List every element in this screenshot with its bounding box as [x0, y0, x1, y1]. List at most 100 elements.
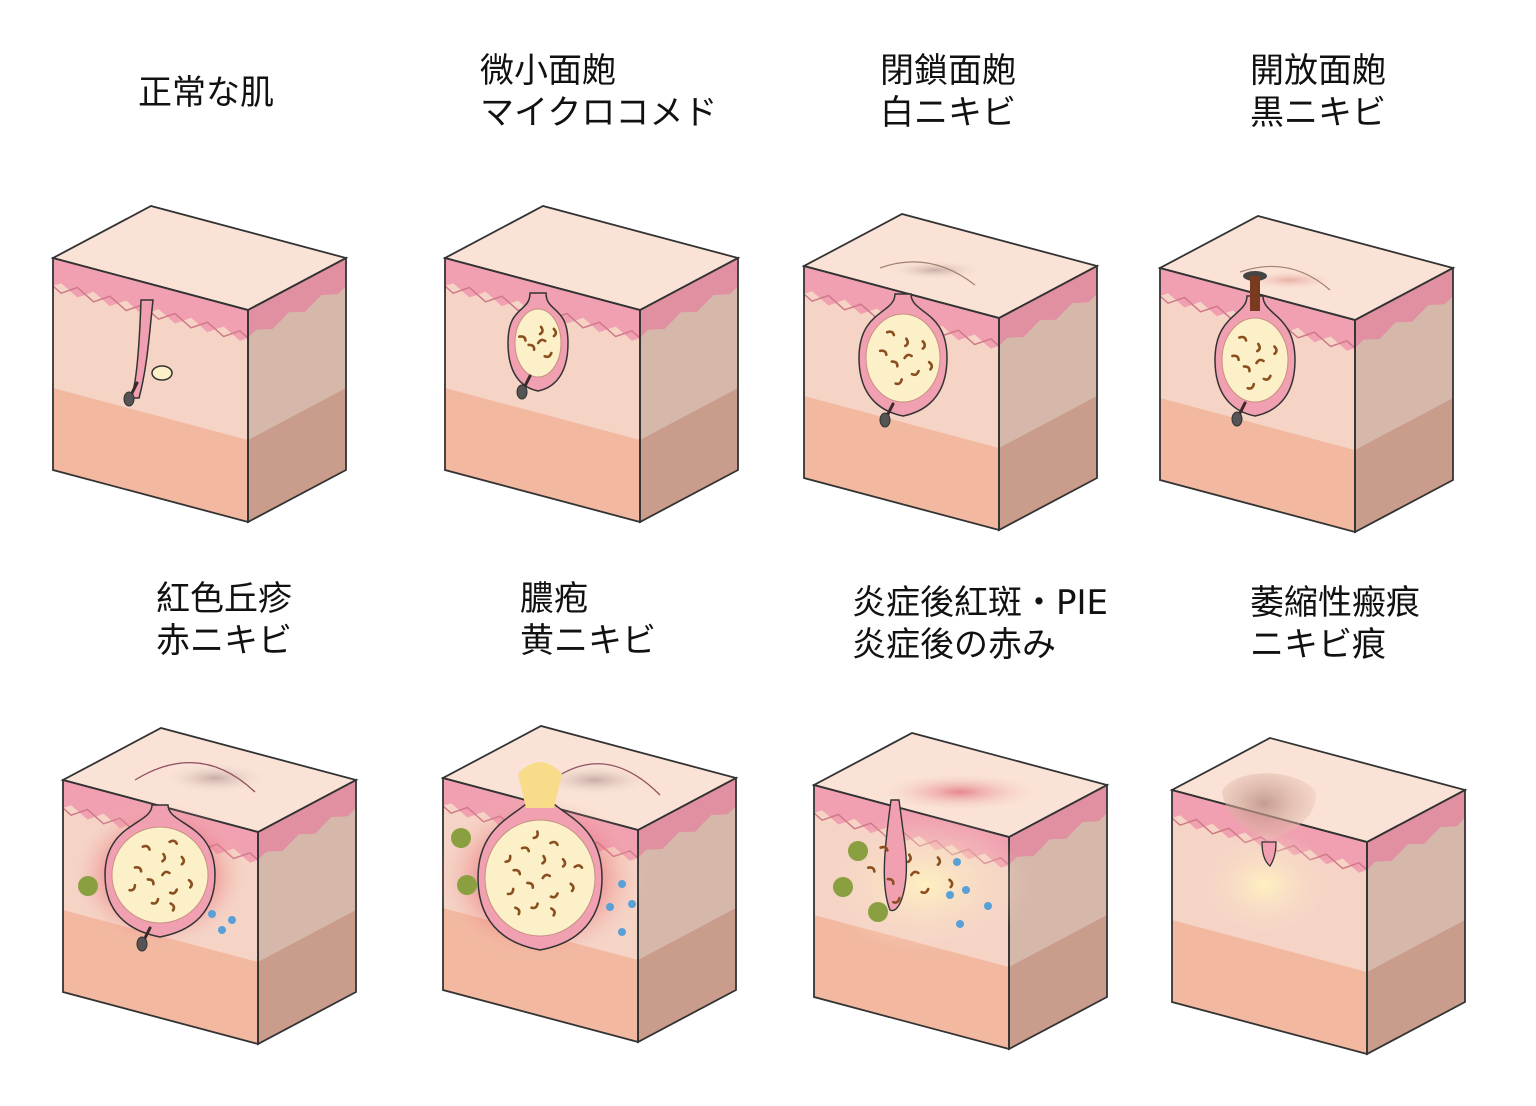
pustule-bacterium [549, 907, 556, 917]
micro-bacterium [538, 325, 544, 336]
block-papule-side-band [258, 910, 356, 1044]
pie-bacterium [948, 878, 954, 889]
block-closed-front-band [804, 396, 999, 530]
block-open-epidermis-side [1355, 268, 1453, 348]
papule-bacterium [133, 866, 143, 873]
block-open [1157, 215, 1456, 534]
pie-blue-cell [984, 902, 992, 910]
block-papule-epidermis-side [258, 780, 356, 860]
block-microcomedo-outline-side [639, 256, 739, 524]
pie-redness-top [875, 772, 1045, 812]
block-scar-outline-side [1366, 788, 1466, 1056]
micro-bacterium [552, 327, 558, 338]
papule-bacterium [168, 888, 179, 895]
label-papule-line1: 紅色丘疹 [156, 579, 292, 619]
papule-sebum [111, 826, 209, 924]
block-microcomedo-top [445, 206, 738, 310]
closed-bacterium [890, 360, 899, 368]
pustule-bacterium [530, 902, 539, 910]
pustule-bacterium [520, 846, 531, 853]
papule-blue-cell [218, 926, 226, 934]
block-normal-side-band [248, 388, 346, 522]
papule-bump-line [134, 761, 256, 793]
pie-bacterium [910, 870, 920, 877]
closed-bump-line [879, 261, 976, 286]
block-open-side-band [1355, 398, 1453, 532]
block-pustule-epidermis-side [638, 778, 736, 858]
label-open-line1: 開放面皰 [1250, 51, 1386, 91]
open-bacterium [1238, 335, 1248, 342]
block-pie-front-band [814, 915, 1009, 1049]
block-pie-epidermis-side [1009, 785, 1107, 865]
pustule-blue-cell [606, 903, 614, 911]
label-open-comedo: 開放面皰 黒ニキビ [1250, 50, 1386, 134]
label-pustule: 膿疱 黄ニキビ [520, 578, 656, 662]
normal-follicle [129, 299, 154, 399]
block-closed-epidermis-side [999, 266, 1097, 346]
open-bacterium [1231, 354, 1240, 362]
closed-bacterium [927, 360, 934, 371]
closed-bacterium [894, 378, 904, 386]
pustule-sebum [484, 819, 596, 937]
closed-bacterium [910, 369, 920, 377]
block-scar-side-band [1367, 920, 1465, 1054]
block-microcomedo-side-band [640, 388, 738, 522]
block-scar-front-band [1172, 920, 1367, 1054]
block-closed-side-band [999, 396, 1097, 530]
label-scar: 萎縮性瘢痕 ニキビ痕 [1250, 582, 1420, 666]
pustule-bacterium [541, 873, 552, 880]
micro-bacterium [536, 338, 547, 345]
block-microcomedo [442, 205, 741, 524]
pie-blue-cell [946, 891, 954, 899]
open-bacterium [1262, 374, 1272, 381]
label-pustule-line1: 膿疱 [520, 579, 588, 619]
micro-bulb [516, 384, 528, 400]
label-papule: 紅色丘疹 赤ニキビ [156, 578, 292, 662]
pie-bacterium [886, 877, 895, 886]
papule-blue-cell [228, 916, 236, 924]
pie-bacterium [906, 853, 912, 864]
block-pie-side-band [1009, 915, 1107, 1049]
pie-bacterium [879, 845, 889, 852]
papule-bacterium [146, 878, 155, 886]
pie-green-cell [833, 877, 853, 897]
label-scar-line1: 萎縮性瘢痕 [1250, 583, 1420, 623]
label-microcomedo-line1: 微小面皰 [480, 51, 616, 91]
papule-bacterium [187, 878, 194, 889]
closed-bacterium [921, 340, 927, 350]
micro-bacterium [543, 351, 553, 359]
label-closed-line2: 白ニキビ [880, 93, 1016, 133]
pustule-bacterium [512, 868, 522, 876]
pie-follicle [883, 799, 908, 912]
label-normal: 正常な肌 [138, 72, 274, 114]
open-bacterium [1246, 382, 1256, 390]
block-normal-front-band [53, 388, 248, 522]
block-pustule-outline-side [637, 776, 737, 1044]
papule-bacterium [169, 902, 176, 912]
open-oxidized [1250, 276, 1260, 311]
block-microcomedo-epidermis-side [640, 258, 738, 338]
pustule-blue-cell [618, 928, 626, 936]
label-closed-comedo: 閉鎖面皰 白ニキビ [880, 50, 1016, 134]
pustule-bacterium [514, 906, 521, 916]
block-normal-epidermis-side [248, 258, 346, 338]
block-open-front-band [1160, 398, 1355, 532]
open-bacterium [1273, 345, 1278, 356]
block-scar [1169, 737, 1468, 1056]
block-normal-top [53, 206, 346, 310]
micro-bacterium [517, 335, 527, 342]
closed-bacterium [903, 353, 913, 360]
pustule-bump-line [559, 763, 661, 796]
block-pie [811, 732, 1110, 1051]
closed-bacterium [903, 337, 910, 348]
label-pie-line2: 炎症後の赤み [852, 625, 1056, 665]
scar-dimple [1222, 773, 1316, 840]
pie-bacterium [936, 856, 942, 867]
block-normal-outline-side [247, 256, 347, 524]
pustule-blue-cell [628, 900, 636, 908]
pustule-green-cell [451, 828, 471, 848]
label-microcomedo-line2: マイクロコメド [480, 93, 718, 133]
block-open-outline-side [1354, 266, 1454, 534]
label-pie: 炎症後紅斑・PIE 炎症後の赤み [852, 582, 1108, 666]
